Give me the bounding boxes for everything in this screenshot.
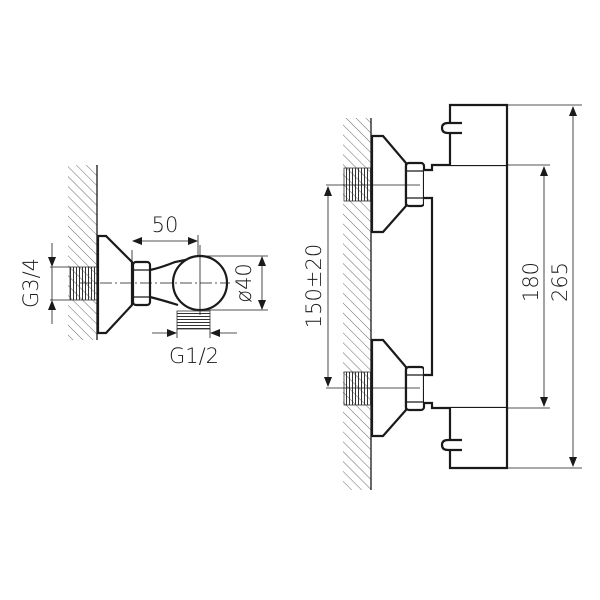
outlet-thread-label: G1/2 [169,344,219,368]
hex-nut [131,260,152,307]
lower-hex-nut [404,365,426,412]
side-view: 50 ø40 G3/4 G1/2 [19,165,268,368]
lower-inlet-thread [343,371,372,406]
dim-diameter-label: ø40 [232,263,256,303]
dim-inlet-spacing-label: 150±20 [302,244,326,328]
wall-flange [96,234,134,335]
inlet-thread [69,266,98,301]
inlet-thread-label: G3/4 [19,258,43,308]
top-handle [448,103,509,165]
outlet-thread [176,310,211,330]
upper-flange [370,134,408,234]
upper-inlet-thread [343,167,372,202]
upper-hex-nut [404,161,426,208]
front-view: 150±20 180 265 [302,103,582,490]
bottom-handle [448,408,509,470]
dim-body-length-label: 180 [519,262,543,302]
bottom-handle-lever [440,438,462,452]
elbow-neck [149,256,196,307]
top-handle-lever [440,121,462,135]
dim-depth-label: 50 [152,213,179,237]
dim-total-length-label: 265 [548,262,572,302]
wall-hatch [68,165,97,340]
mixer-body [424,163,509,410]
